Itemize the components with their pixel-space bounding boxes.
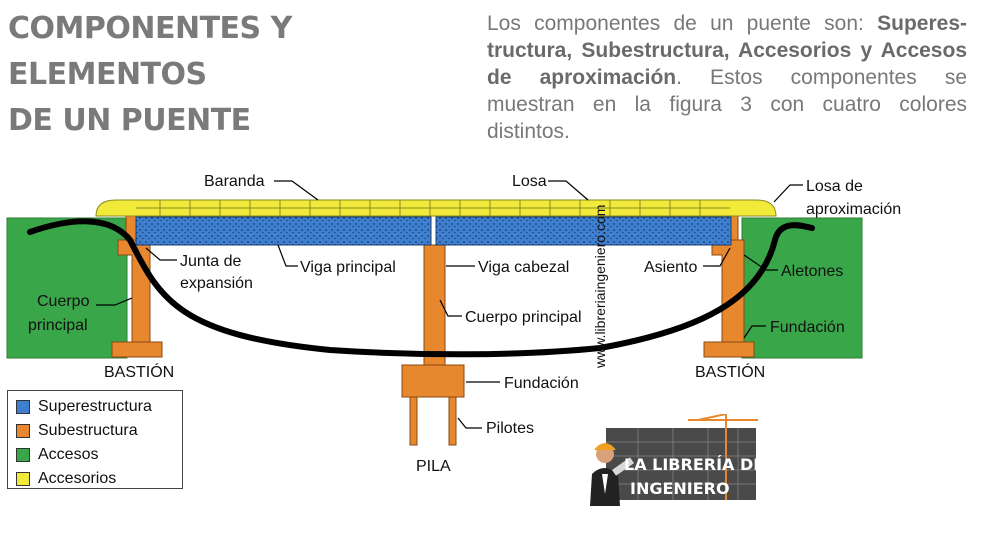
- intro-text-1: Los componentes de un puente son:: [487, 12, 878, 35]
- logo-text-line1: LA LIBRERÍA DEL: [624, 455, 764, 474]
- label-cuerpo-principal-pila: Cuerpo principal: [465, 309, 582, 326]
- legend-label: Superestructura: [38, 398, 152, 415]
- label-losa-aprox-1: Losa de: [806, 178, 863, 195]
- logo-text-line2: INGENIERO: [630, 479, 730, 498]
- legend-swatch-yellow: [16, 472, 30, 486]
- legend-item-superestructura: Superestructura: [16, 395, 182, 419]
- legend-label: Subestructura: [38, 422, 138, 439]
- label-baranda: Baranda: [204, 173, 265, 190]
- title-line-2: DE UN PUENTE: [8, 103, 251, 138]
- label-losa: Losa: [512, 173, 547, 190]
- central-pier: [401, 244, 465, 446]
- label-pila: PILA: [416, 458, 451, 475]
- main-girder-left: [135, 216, 432, 246]
- legend: Superestructura Subestructura Accesos Ac…: [7, 390, 183, 489]
- legend-swatch-orange: [16, 424, 30, 438]
- right-abutment: [703, 215, 755, 358]
- label-fundacion-bastion: Fundación: [770, 319, 845, 336]
- engineer-icon: [590, 443, 635, 506]
- label-asiento: Asiento: [644, 259, 697, 276]
- label-junta-2: expansión: [180, 275, 253, 292]
- legend-swatch-blue: [16, 400, 30, 414]
- right-embankment: [741, 217, 863, 359]
- label-cuerpo-principal-2: principal: [28, 317, 88, 334]
- label-bastion-left: BASTIÓN: [104, 362, 174, 381]
- ground-line: [27, 218, 815, 358]
- label-junta-1: Junta de: [180, 253, 241, 270]
- label-aletones: Aletones: [781, 263, 843, 280]
- libreria-logo: LA LIBRERÍA DEL INGENIERO: [590, 414, 764, 506]
- label-pilotes: Pilotes: [486, 420, 534, 437]
- railing-posts: [159, 200, 701, 216]
- watermark: www.libreriaingeniero.com: [592, 205, 608, 369]
- title-line-1: COMPONENTES Y ELEMENTOS: [8, 11, 292, 92]
- legend-item-accesorios: Accesorios: [16, 467, 182, 491]
- legend-label: Accesos: [38, 446, 99, 463]
- leader-lines: [96, 180, 803, 429]
- legend-item-subestructura: Subestructura: [16, 419, 182, 443]
- intro-paragraph: Los componentes de un puente son: Supere…: [487, 10, 967, 145]
- label-fundacion-pila: Fundación: [504, 375, 579, 392]
- legend-swatch-green: [16, 448, 30, 462]
- label-losa-aprox-2: aproximación: [806, 201, 901, 218]
- legend-item-accesos: Accesos: [16, 443, 182, 467]
- legend-label: Accesorios: [38, 470, 117, 487]
- page-title: COMPONENTES Y ELEMENTOS DE UN PUENTE: [8, 6, 448, 144]
- label-viga-cabezal: Viga cabezal: [478, 259, 569, 276]
- main-girder-right: [435, 216, 732, 246]
- intro-text-2: . Estos componentes se muestran en la fi…: [487, 66, 967, 143]
- label-viga-principal: Viga principal: [300, 259, 396, 276]
- intro-text-bold: Superes-tructura, Subestructura, Accesor…: [487, 12, 967, 89]
- label-cuerpo-principal-1: Cuerpo: [37, 293, 90, 310]
- label-bastion-right: BASTIÓN: [695, 362, 765, 381]
- left-embankment: [6, 217, 128, 359]
- crane-icon: [688, 414, 758, 500]
